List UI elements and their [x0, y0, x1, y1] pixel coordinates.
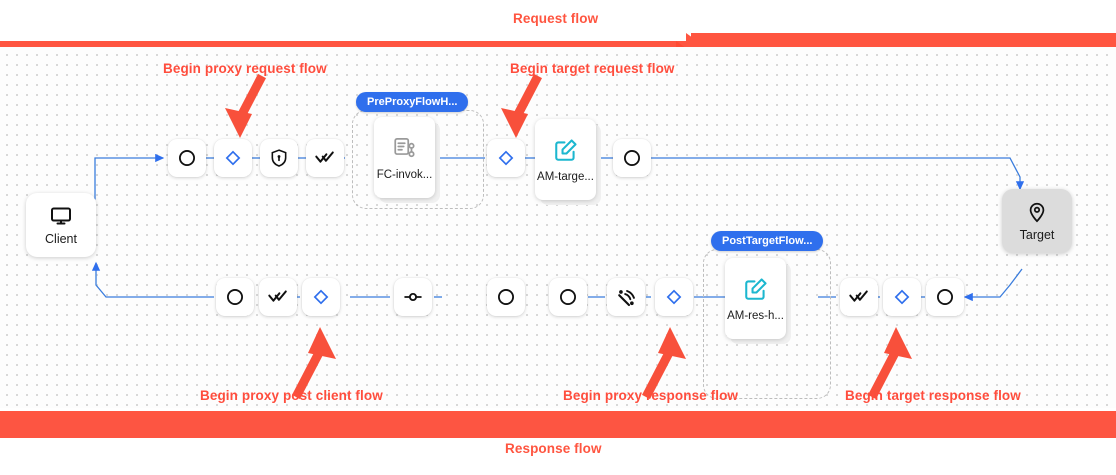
node-proxy-post-client-checks[interactable] [259, 278, 297, 316]
endpoint-client[interactable]: Client [26, 193, 96, 257]
policy-am-res-h-label: AM-res-h... [727, 309, 784, 322]
circle-icon [624, 150, 640, 166]
circle-icon [560, 289, 576, 305]
node-proxy-post-client-hook[interactable] [302, 278, 340, 316]
request-flow-label: Request flow [513, 11, 599, 26]
diamond-icon [498, 150, 514, 166]
assign-message-icon [553, 137, 579, 163]
endpoint-node-icon [404, 292, 422, 302]
double-check-icon [315, 151, 334, 163]
policy-fc-invoke[interactable]: FC-invok... [374, 117, 440, 203]
callout-label-proxy-post-client: Begin proxy post client flow [200, 388, 383, 403]
node-proxy-request-checks[interactable] [306, 139, 344, 177]
circle-icon [498, 289, 514, 305]
callout-label-proxy-response: Begin proxy response flow [563, 388, 739, 403]
flow-tag-pre-proxy[interactable]: PreProxyFlowH... [356, 92, 469, 112]
shield-lock-icon [271, 149, 287, 167]
circle-icon [937, 289, 953, 305]
double-check-icon [268, 290, 287, 302]
policy-am-res-h[interactable]: AM-res-h... [725, 258, 791, 344]
node-proxy-request-start[interactable] [168, 139, 206, 177]
diamond-icon [894, 289, 910, 305]
endpoint-client-label: Client [45, 232, 77, 246]
callout-arrow-target-response [868, 327, 912, 399]
circle-icon [227, 289, 243, 305]
callout-label-target-request: Begin target request flow [510, 61, 675, 76]
monitor-icon [49, 204, 73, 228]
endpoint-target-label: Target [1019, 228, 1055, 242]
circle-icon [179, 150, 195, 166]
flow-tag-post-target[interactable]: PostTargetFlow... [711, 231, 824, 251]
response-flow-band-bottom [0, 418, 1116, 438]
node-proxy-endpoint[interactable] [394, 278, 432, 316]
connector-wires [79, 153, 1025, 302]
node-target-response-hook[interactable] [883, 278, 921, 316]
diamond-icon [666, 289, 682, 305]
diamond-icon [313, 289, 329, 305]
node-proxy-response-mid-2[interactable] [549, 278, 587, 316]
callout-arrow-target-request [501, 73, 542, 138]
node-proxy-post-client-start[interactable] [216, 278, 254, 316]
callout-arrow-proxy-request [225, 73, 266, 138]
location-pin-icon [1026, 200, 1048, 224]
node-security-policy[interactable] [260, 139, 298, 177]
node-target-response-checks[interactable] [840, 278, 878, 316]
node-target-request-end[interactable] [613, 139, 651, 177]
callout-label-proxy-request: Begin proxy request flow [163, 61, 327, 76]
node-target-request-hook[interactable] [487, 139, 525, 177]
flow-callout-icon [392, 135, 418, 161]
diamond-icon [225, 150, 241, 166]
callout-label-target-response: Begin target response flow [845, 388, 1021, 403]
policy-am-target[interactable]: AM-targe... [535, 119, 601, 205]
policy-fc-invoke-label: FC-invok... [376, 168, 433, 181]
node-proxy-request-hook[interactable] [214, 139, 252, 177]
callout-arrow-proxy-response [642, 327, 686, 399]
node-target-signal[interactable] [607, 278, 645, 316]
assign-message-icon [743, 276, 769, 302]
node-proxy-response-hook[interactable] [655, 278, 693, 316]
signal-dish-icon [617, 289, 635, 306]
diagram-canvas[interactable]: Client Target PreProxyFlowH... PostTarge… [0, 47, 1116, 408]
endpoint-target[interactable]: Target [1002, 189, 1072, 253]
double-check-icon [849, 290, 868, 302]
policy-am-target-label: AM-targe... [537, 170, 594, 183]
response-flow-label: Response flow [505, 441, 602, 456]
node-target-response-start[interactable] [926, 278, 964, 316]
node-proxy-response-mid-1[interactable] [487, 278, 525, 316]
callout-arrow-proxy-post-client [292, 327, 336, 399]
